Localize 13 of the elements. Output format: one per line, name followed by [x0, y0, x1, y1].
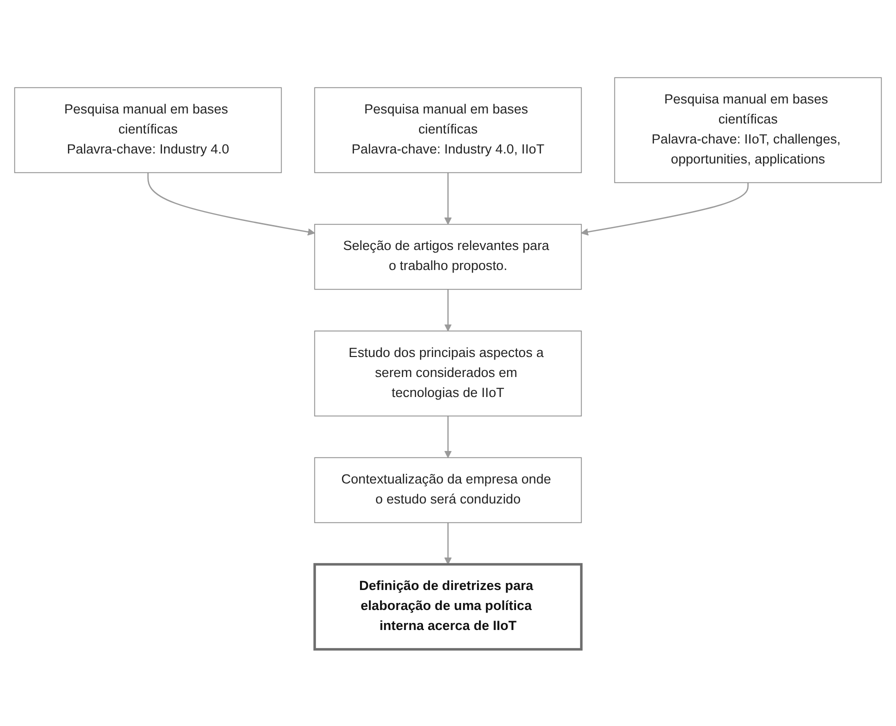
node-box: Pesquisa manual em bases científicas Palavra-chave: Industry 4.0, IIoT: [314, 86, 582, 173]
node-box: Pesquisa manual em bases científicas Palavra-chave: Industry 4.0: [14, 86, 282, 173]
arrow: [444, 172, 452, 224]
arrow: [444, 522, 452, 564]
node-box: Definição de diretrizes para elaboração de uma política interna acerca de IIoT: [313, 562, 583, 650]
node-box: Contextualização da empresa onde o estudo será conduzido: [314, 456, 582, 523]
node-box: Seleção de artigos relevantes para o trabalho proposto.: [314, 223, 582, 290]
node-box: Estudo dos principais aspectos a serem considerados em tecnologias de IIoT: [314, 330, 582, 416]
arrow: [444, 416, 452, 458]
arrow: [147, 172, 315, 236]
arrow: [444, 288, 452, 331]
arrow: [581, 182, 749, 236]
node-box: Pesquisa manual em bases científicas Palavra-chave: IIoT, challenges, opportunities, applications: [614, 76, 882, 183]
